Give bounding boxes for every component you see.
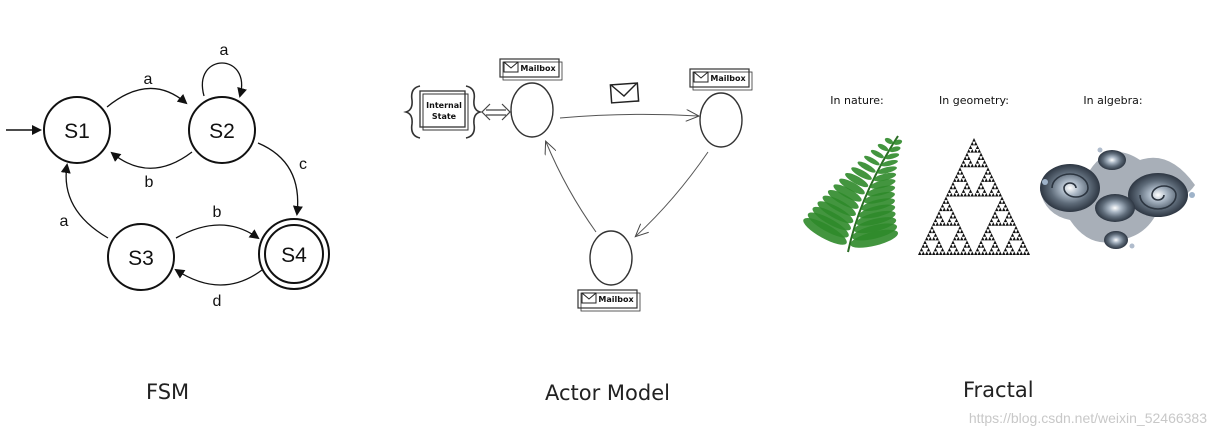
fsm-edge-s2-s4 xyxy=(257,142,303,216)
actor-model-caption: Actor Model xyxy=(545,381,670,405)
svg-text:S4: S4 xyxy=(281,244,307,267)
fsm-label-s1-s2: a xyxy=(144,71,153,88)
fern-fractal-image xyxy=(803,135,903,253)
actor-2 xyxy=(699,92,743,148)
fractal-header-nature: In nature: xyxy=(830,94,883,107)
fsm-diagram: a a b c a b d S1 S2 S3 S4 xyxy=(6,42,330,310)
fsm-label-s3-s1: a xyxy=(60,213,69,230)
mailbox-label: Mailbox xyxy=(710,74,746,83)
actor-3 xyxy=(589,230,633,286)
fsm-label-s2-s1: b xyxy=(145,174,154,191)
fractal-caption: Fractal xyxy=(963,378,1034,402)
fractal-header-geometry: In geometry: xyxy=(939,94,1009,107)
fsm-state-s3: S3 xyxy=(107,223,175,291)
fsm-label-s3-s4: b xyxy=(213,204,222,221)
mailbox-envelope-icon xyxy=(503,61,519,73)
mailbox-envelope-icon xyxy=(581,292,597,304)
fsm-state-s2: S2 xyxy=(188,96,256,164)
actor-arrow-3-1 xyxy=(546,142,597,233)
fsm-label-s4-s3: d xyxy=(213,293,222,310)
fsm-caption: FSM xyxy=(146,380,190,404)
actor-arrow-1-2 xyxy=(559,114,698,118)
fsm-label-s2-s4: c xyxy=(299,156,307,173)
sierpinski-triangle-image xyxy=(918,138,1030,255)
state-double-arrow xyxy=(481,103,511,121)
fsm-edge-s3-s4 xyxy=(175,224,260,240)
actor-arrow-2-3 xyxy=(636,151,709,236)
mailbox-envelope-icon xyxy=(693,71,709,83)
fsm-edge-s3-s1 xyxy=(60,163,109,239)
internal-state-line2: State xyxy=(432,112,457,121)
fsm-edge-s4-s3 xyxy=(174,268,263,286)
svg-text:S1: S1 xyxy=(64,120,90,143)
svg-text:S3: S3 xyxy=(128,247,154,270)
message-envelope-icon xyxy=(609,82,640,104)
watermark: https://blog.csdn.net/weixin_52466383 xyxy=(968,410,1207,426)
internal-state-box: Internal State xyxy=(403,85,483,139)
julia-set-image xyxy=(1040,147,1195,249)
mailbox-2: Mailbox xyxy=(689,68,753,91)
mailbox-1: Mailbox xyxy=(499,58,563,81)
fsm-edge-s2-s1 xyxy=(110,151,193,169)
fsm-state-s4: S4 xyxy=(258,218,330,290)
actor-1 xyxy=(510,82,554,138)
fsm-label-s2-loop: a xyxy=(220,42,229,59)
fsm-edge-s2-loop xyxy=(201,62,247,98)
mailbox-label: Mailbox xyxy=(598,295,634,304)
actor-diagram: Internal State Mailbox xyxy=(403,58,753,312)
fractal-diagram: In nature: In geometry: In algebra: xyxy=(803,94,1195,255)
svg-text:S2: S2 xyxy=(209,120,235,143)
fsm-state-s1: S1 xyxy=(43,96,111,164)
fractal-header-algebra: In algebra: xyxy=(1083,94,1142,107)
mailbox-3: Mailbox xyxy=(577,289,641,312)
internal-state-line1: Internal xyxy=(426,101,462,110)
mailbox-label: Mailbox xyxy=(520,64,556,73)
fsm-edge-s1-s2 xyxy=(106,87,188,108)
